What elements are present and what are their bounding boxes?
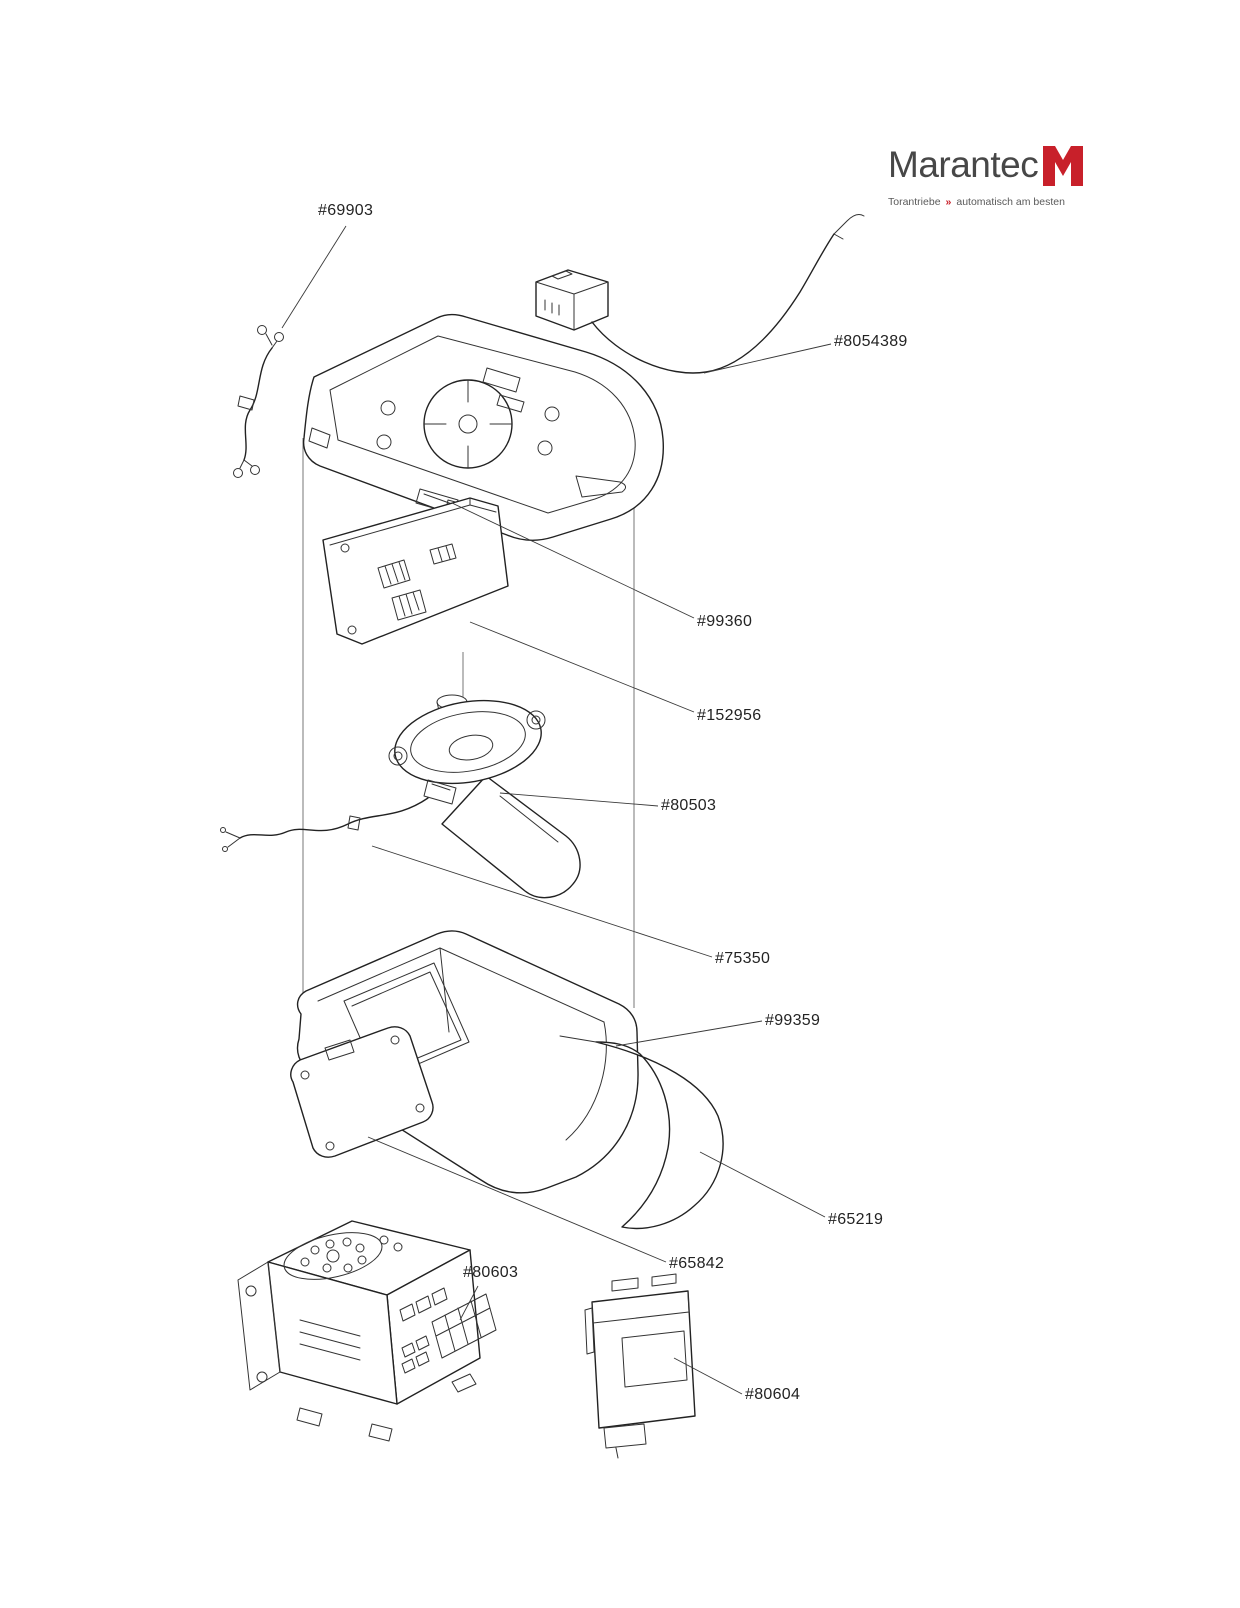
brand-tagline-left: Torantriebe (888, 196, 941, 208)
chassis-top-drawing (302, 313, 664, 541)
control-board-drawing (322, 497, 509, 645)
brand-m-mark-icon (1043, 146, 1084, 191)
power-cable-drawing (535, 214, 865, 374)
part-label-80603: #80603 (463, 1264, 519, 1281)
part-label-99359: #99359 (765, 1012, 821, 1029)
brand-tagline-arrow-icon: » (945, 196, 952, 208)
part-label-80604: #80604 (745, 1386, 801, 1403)
part-label-65842: #65842 (669, 1255, 725, 1272)
part-label-65219: #65219 (828, 1211, 884, 1228)
control-unit-drawing (237, 1220, 497, 1442)
part-label-8054389: #8054389 (834, 333, 908, 350)
brand-tagline-right: automatisch am besten (956, 196, 1065, 208)
part-label-99360: #99360 (697, 613, 753, 630)
part-label-75350: #75350 (715, 950, 771, 967)
receiver-module-drawing (584, 1273, 696, 1459)
motor-drawing (388, 694, 581, 899)
leader-lines (281, 225, 832, 1395)
lamp-cover-drawing (559, 1035, 724, 1230)
part-label-69903: #69903 (318, 202, 374, 219)
bottom-housing-drawing (296, 930, 639, 1194)
motor-cable-drawing (220, 797, 429, 852)
cover-plate-drawing (290, 1026, 434, 1158)
brand-logo: Marantec Torantriebe » automatisch am be… (888, 146, 1103, 208)
part-label-80503: #80503 (661, 797, 717, 814)
terminal-wire-drawing (233, 325, 284, 478)
part-label-152956: #152956 (697, 707, 762, 724)
brand-tagline: Torantriebe » automatisch am besten (888, 196, 1103, 208)
brand-name: Marantec (888, 144, 1039, 185)
